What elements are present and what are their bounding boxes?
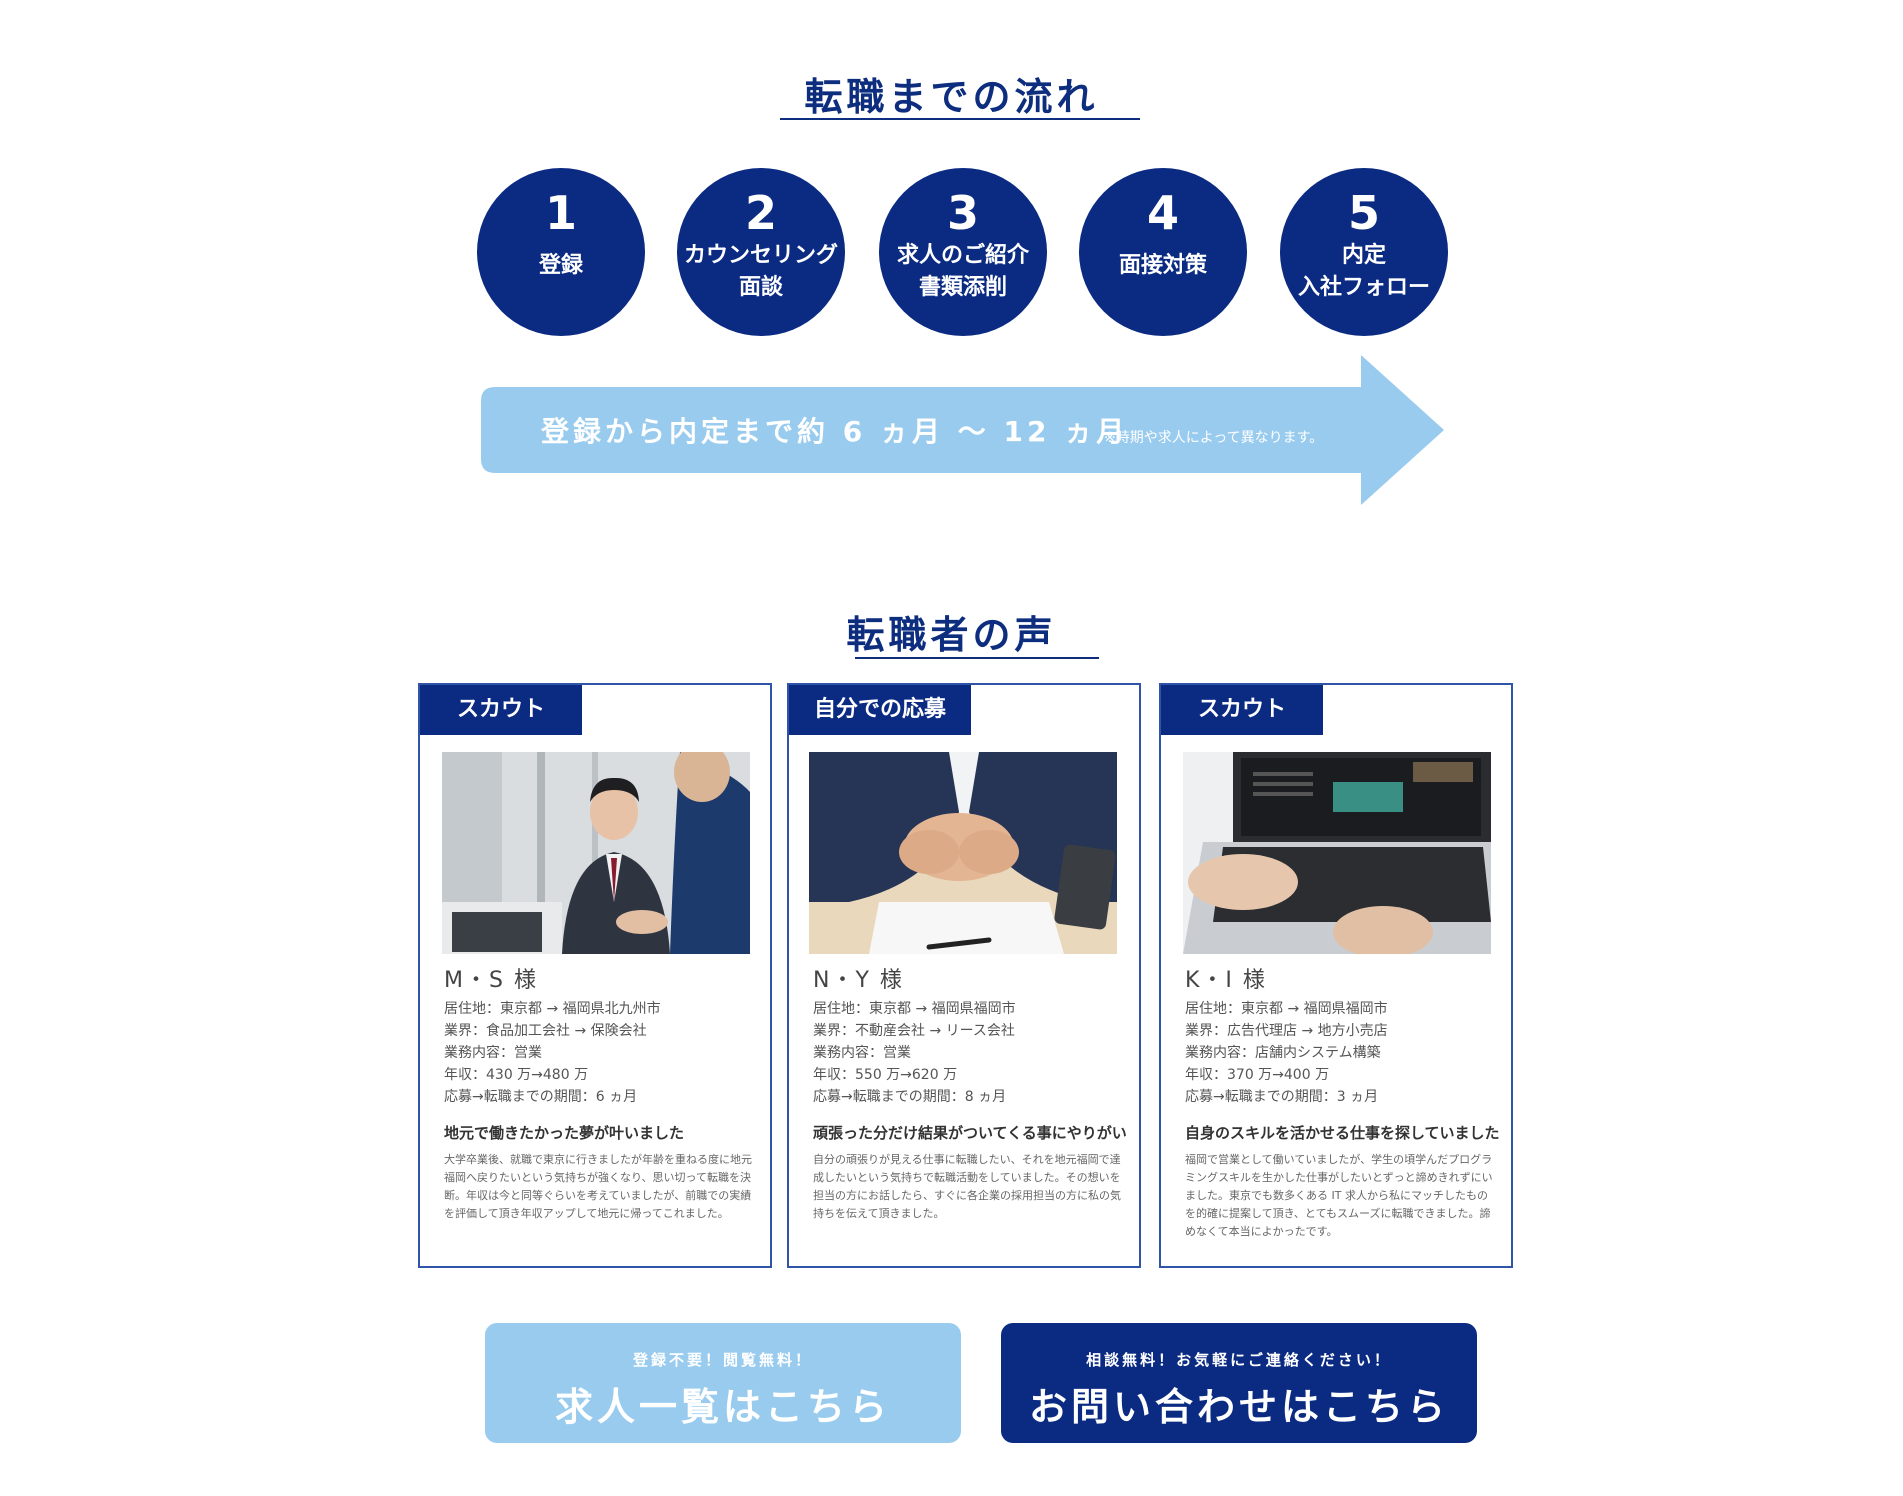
person-name: M・S 様 (444, 968, 538, 993)
info-residence: 居住地：東京都 → 福岡県北九州市 (444, 1001, 661, 1017)
person-info: 居住地：東京都 → 福岡県福岡市 業界：広告代理店 → 地方小売店 業務内容：店… (1185, 998, 1388, 1108)
step-1: 1 登録 (477, 168, 645, 336)
contact-button[interactable]: 相談無料！お気軽にご連絡ください！ お問い合わせはこちら (1001, 1323, 1477, 1443)
info-job: 業務内容：営業 (813, 1045, 911, 1061)
job-list-button[interactable]: 登録不要！閲覧無料！ 求人一覧はこちら (485, 1323, 961, 1443)
step-label: 内定 入社フォロー (1297, 243, 1430, 300)
card-headline: 頑張った分だけ結果がついてくる事にやりがい (813, 1124, 1127, 1142)
voices-title-underline (855, 657, 1099, 659)
info-salary: 年収：550 万→620 万 (813, 1067, 958, 1083)
info-salary: 年収：430 万→480 万 (444, 1067, 589, 1083)
card-headline: 地元で働きたかった夢が叶いました (444, 1124, 685, 1142)
timeline-note: ※時期や求人によって異なります。 (1104, 430, 1324, 446)
info-period: 応募→転職までの期間：8 ヵ月 (813, 1089, 1007, 1105)
info-industry: 業界：不動産会社 → リース会社 (813, 1023, 1015, 1039)
person-info: 居住地：東京都 → 福岡県北九州市 業界：食品加工会社 → 保険会社 業務内容：… (444, 998, 661, 1108)
step-3: 3 求人のご紹介 書類添削 (879, 168, 1047, 336)
info-job: 業務内容：店舗内システム構築 (1185, 1045, 1381, 1061)
step-2: 2 カウンセリング 面談 (677, 168, 845, 336)
job-list-label: 求人一覧はこちら (554, 1385, 891, 1429)
flow-title-underline (780, 118, 1140, 120)
step-5: 5 内定 入社フォロー (1280, 168, 1448, 336)
step-number: 2 (744, 186, 777, 240)
info-residence: 居住地：東京都 → 福岡県福岡市 (813, 1001, 1016, 1017)
info-salary: 年収：370 万→400 万 (1185, 1067, 1330, 1083)
person-name: K・I 様 (1185, 968, 1267, 993)
timeline-text: 登録から内定まで約 6 ヵ月 〜 12 ヵ月 (541, 415, 1129, 448)
info-industry: 業界：食品加工会社 → 保険会社 (444, 1023, 647, 1039)
contact-label: お問い合わせはこちら (1028, 1385, 1449, 1429)
info-job: 業務内容：営業 (444, 1045, 542, 1061)
testimonial-photo-clasped-hands (809, 752, 1117, 954)
voices-title: 転職者の声 (846, 613, 1057, 657)
step-number: 3 (946, 186, 979, 240)
step-label: 求人のご紹介 書類添削 (896, 243, 1029, 300)
info-period: 応募→転職までの期間：3 ヵ月 (1185, 1089, 1379, 1105)
card-tag: スカウト (420, 685, 582, 735)
card-body: 自分の頑張りが見える仕事に転職したい、それを地元福岡で達成したいという気持ちで転… (813, 1153, 1121, 1220)
contact-subtext: 相談無料！お気軽にご連絡ください！ (1086, 1351, 1392, 1369)
testimonial-card-3: スカウト K・I 様 居住地：東京都 → 福岡県福岡市 業界：広告代理店 → 地… (1159, 683, 1513, 1268)
step-4: 4 面接対策 (1079, 168, 1247, 336)
testimonial-card-2: 自分での応募 N・Y 様 居住地：東京都 → 福岡県福岡市 業界：不動産会社 →… (787, 683, 1141, 1268)
job-list-subtext: 登録不要！閲覧無料！ (632, 1351, 813, 1369)
card-body: 福岡で営業として働いていましたが、学生の頃学んだプログラミングスキルを生かした仕… (1185, 1153, 1493, 1238)
step-label: カウンセリング 面談 (683, 243, 838, 300)
card-headline: 自身のスキルを活かせる仕事を探していました (1185, 1124, 1500, 1142)
card-tag: スカウト (1161, 685, 1323, 735)
person-info: 居住地：東京都 → 福岡県福岡市 業界：不動産会社 → リース会社 業務内容：営… (813, 998, 1016, 1108)
person-name: N・Y 様 (813, 968, 904, 993)
step-label: 面接対策 (1118, 253, 1207, 278)
flow-title: 転職までの流れ (804, 75, 1099, 119)
testimonial-photo-businessman (442, 752, 750, 954)
card-body: 大学卒業後、就職で東京に行きましたが年齢を重ねる度に地元福岡へ戻りたいという気持… (444, 1153, 752, 1220)
step-number: 4 (1146, 186, 1179, 240)
step-number: 5 (1347, 186, 1380, 240)
info-period: 応募→転職までの期間：6 ヵ月 (444, 1089, 638, 1105)
step-label: 登録 (538, 253, 583, 278)
timeline-arrow (481, 355, 1444, 505)
step-number: 1 (544, 186, 577, 240)
testimonial-card-1: スカウト M・S 様 居住地：東京都 → 福岡県北九州市 業界：食品加工会社 →… (418, 683, 772, 1268)
info-industry: 業界：広告代理店 → 地方小売店 (1185, 1023, 1388, 1039)
info-residence: 居住地：東京都 → 福岡県福岡市 (1185, 1001, 1388, 1017)
testimonial-photo-laptop (1183, 752, 1491, 954)
card-tag: 自分での応募 (789, 685, 971, 735)
